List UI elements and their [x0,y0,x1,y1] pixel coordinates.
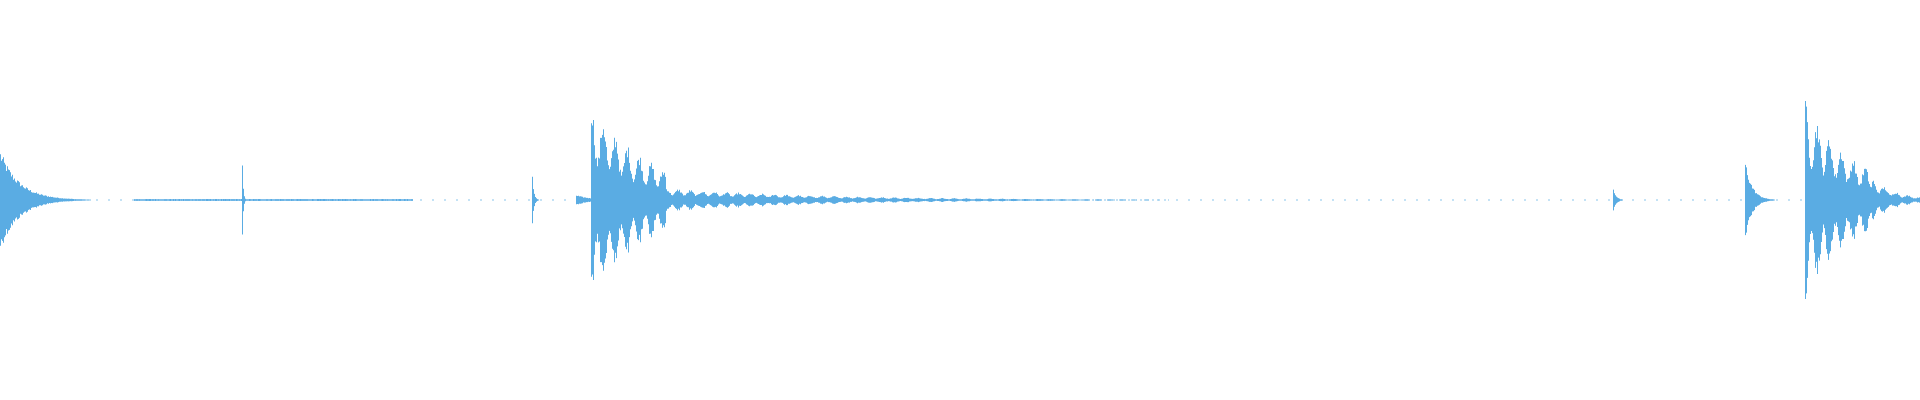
waveform-canvas[interactable] [0,0,1920,400]
waveform-view[interactable] [0,0,1920,400]
